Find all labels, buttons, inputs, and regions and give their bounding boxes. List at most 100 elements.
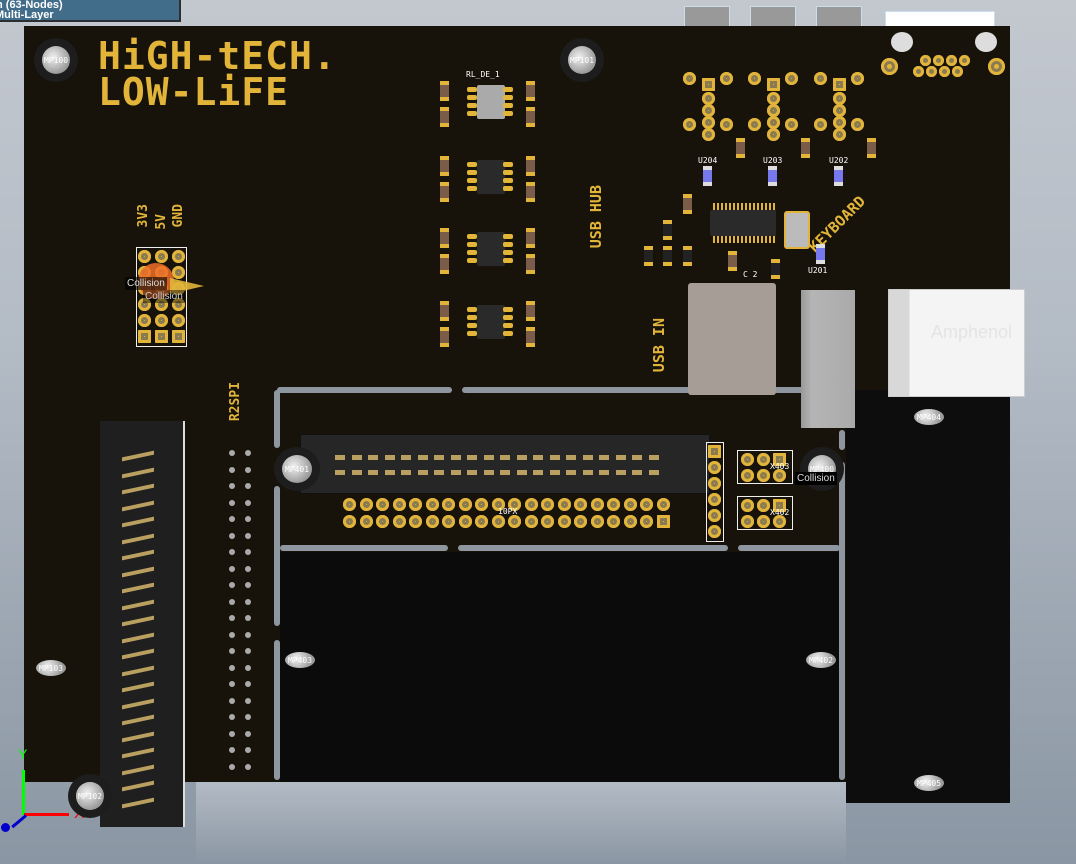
gpio-pad [590,515,604,528]
gpio-pad [442,515,455,528]
usb-in-connector[interactable] [688,283,776,395]
via [229,450,235,456]
header-designator: 10PX [498,507,518,516]
capacitor [801,138,810,158]
header-pad [741,453,754,466]
mounting-hole-mp100: MP100 [42,46,70,74]
gpio-pin [417,455,428,460]
header-pad [773,515,786,528]
label-5v: 5V [154,214,169,230]
gpio-pin [615,470,626,475]
collision-label: Collision [125,277,167,290]
usb-pad [767,128,780,141]
usb-pad [814,118,827,131]
gpio-pin [566,470,576,475]
usb-pad [833,116,846,129]
resistor [440,301,449,321]
power-header[interactable] [136,247,187,347]
header-pin [155,330,168,343]
header-pad [773,453,786,466]
ic-lead [467,111,477,116]
slot [274,390,280,448]
mounting-hole-mp404: MP404 [914,409,944,425]
gpio-pin [615,455,626,460]
gpio-pad [607,515,620,528]
label-3v3: 3V3 [136,204,151,228]
header-pad [741,469,754,482]
via [229,466,235,473]
z-axis-icon [11,814,27,829]
via [229,697,235,704]
header-pin [172,330,185,343]
resistor [526,182,535,202]
usb-pad [702,78,715,91]
usb-pad [833,128,846,141]
gpio-pin [351,470,362,475]
six-pin-pad [708,445,721,458]
via [229,631,235,638]
rj-pad [988,58,1005,75]
header-pin [155,298,168,311]
gpio-pin [335,470,345,475]
six-pin-pad [708,525,721,538]
rj-pad [959,55,970,66]
gpio-pin [599,455,609,460]
resistor [526,254,535,274]
usb-pad [785,72,798,85]
six-pin-header[interactable] [706,442,724,542]
rj-pad [939,66,950,77]
shield-tab [975,32,997,52]
gpio-pad [376,515,389,528]
x403-header[interactable] [737,450,793,484]
esd-diode [768,166,777,186]
resistor [440,107,449,127]
rj-pad [913,66,924,77]
gpio-pad [376,498,389,511]
ic-lead [503,250,513,255]
capacitor [683,194,692,214]
usb-pad [683,118,696,131]
header-pad [741,515,754,528]
usb-pad [851,118,864,131]
resistor [440,254,449,274]
via [229,598,235,605]
gpio-pin [467,470,477,475]
amphenol-connector[interactable]: Amphenol [888,289,1025,397]
usb-pad [767,92,780,105]
gpio-pin [384,470,395,475]
resistor [440,182,449,202]
gpio-pad [607,498,620,511]
via [229,582,235,588]
ic-lead [503,178,513,183]
ic-lead [467,307,477,312]
ic-lead [503,95,513,100]
usb-hub-ic[interactable] [710,210,776,236]
u204-designator: U204 [698,156,718,165]
usb-hub-label: USB HUB [587,185,605,249]
slot [274,640,280,780]
gpio-pad [640,498,653,511]
via [229,615,235,621]
ic-lead [467,250,477,255]
gpio-pad [458,515,472,528]
keyboard-connector[interactable] [801,290,855,428]
ic-lead [503,87,513,92]
usb-pad [702,92,715,105]
layer-info-box: n (63-Nodes) Multi-Layer [0,0,181,22]
esd-diode [834,166,843,186]
gpio-pad [656,498,670,511]
gpio-header-40pin[interactable] [300,434,710,494]
amphenol-brand: Amphenol [931,322,1013,342]
gpio-pin [450,470,461,475]
gpio-pin [384,455,395,460]
gpio-pin [417,470,428,475]
usb-pad [833,92,846,105]
x402-header[interactable] [737,496,793,530]
gpio-pad [475,498,488,511]
gpio-pad [541,515,554,528]
via [245,681,251,687]
usb-pad [720,72,733,85]
usb-pad [767,78,780,91]
usb-pad [767,116,780,129]
resistor [771,259,780,279]
